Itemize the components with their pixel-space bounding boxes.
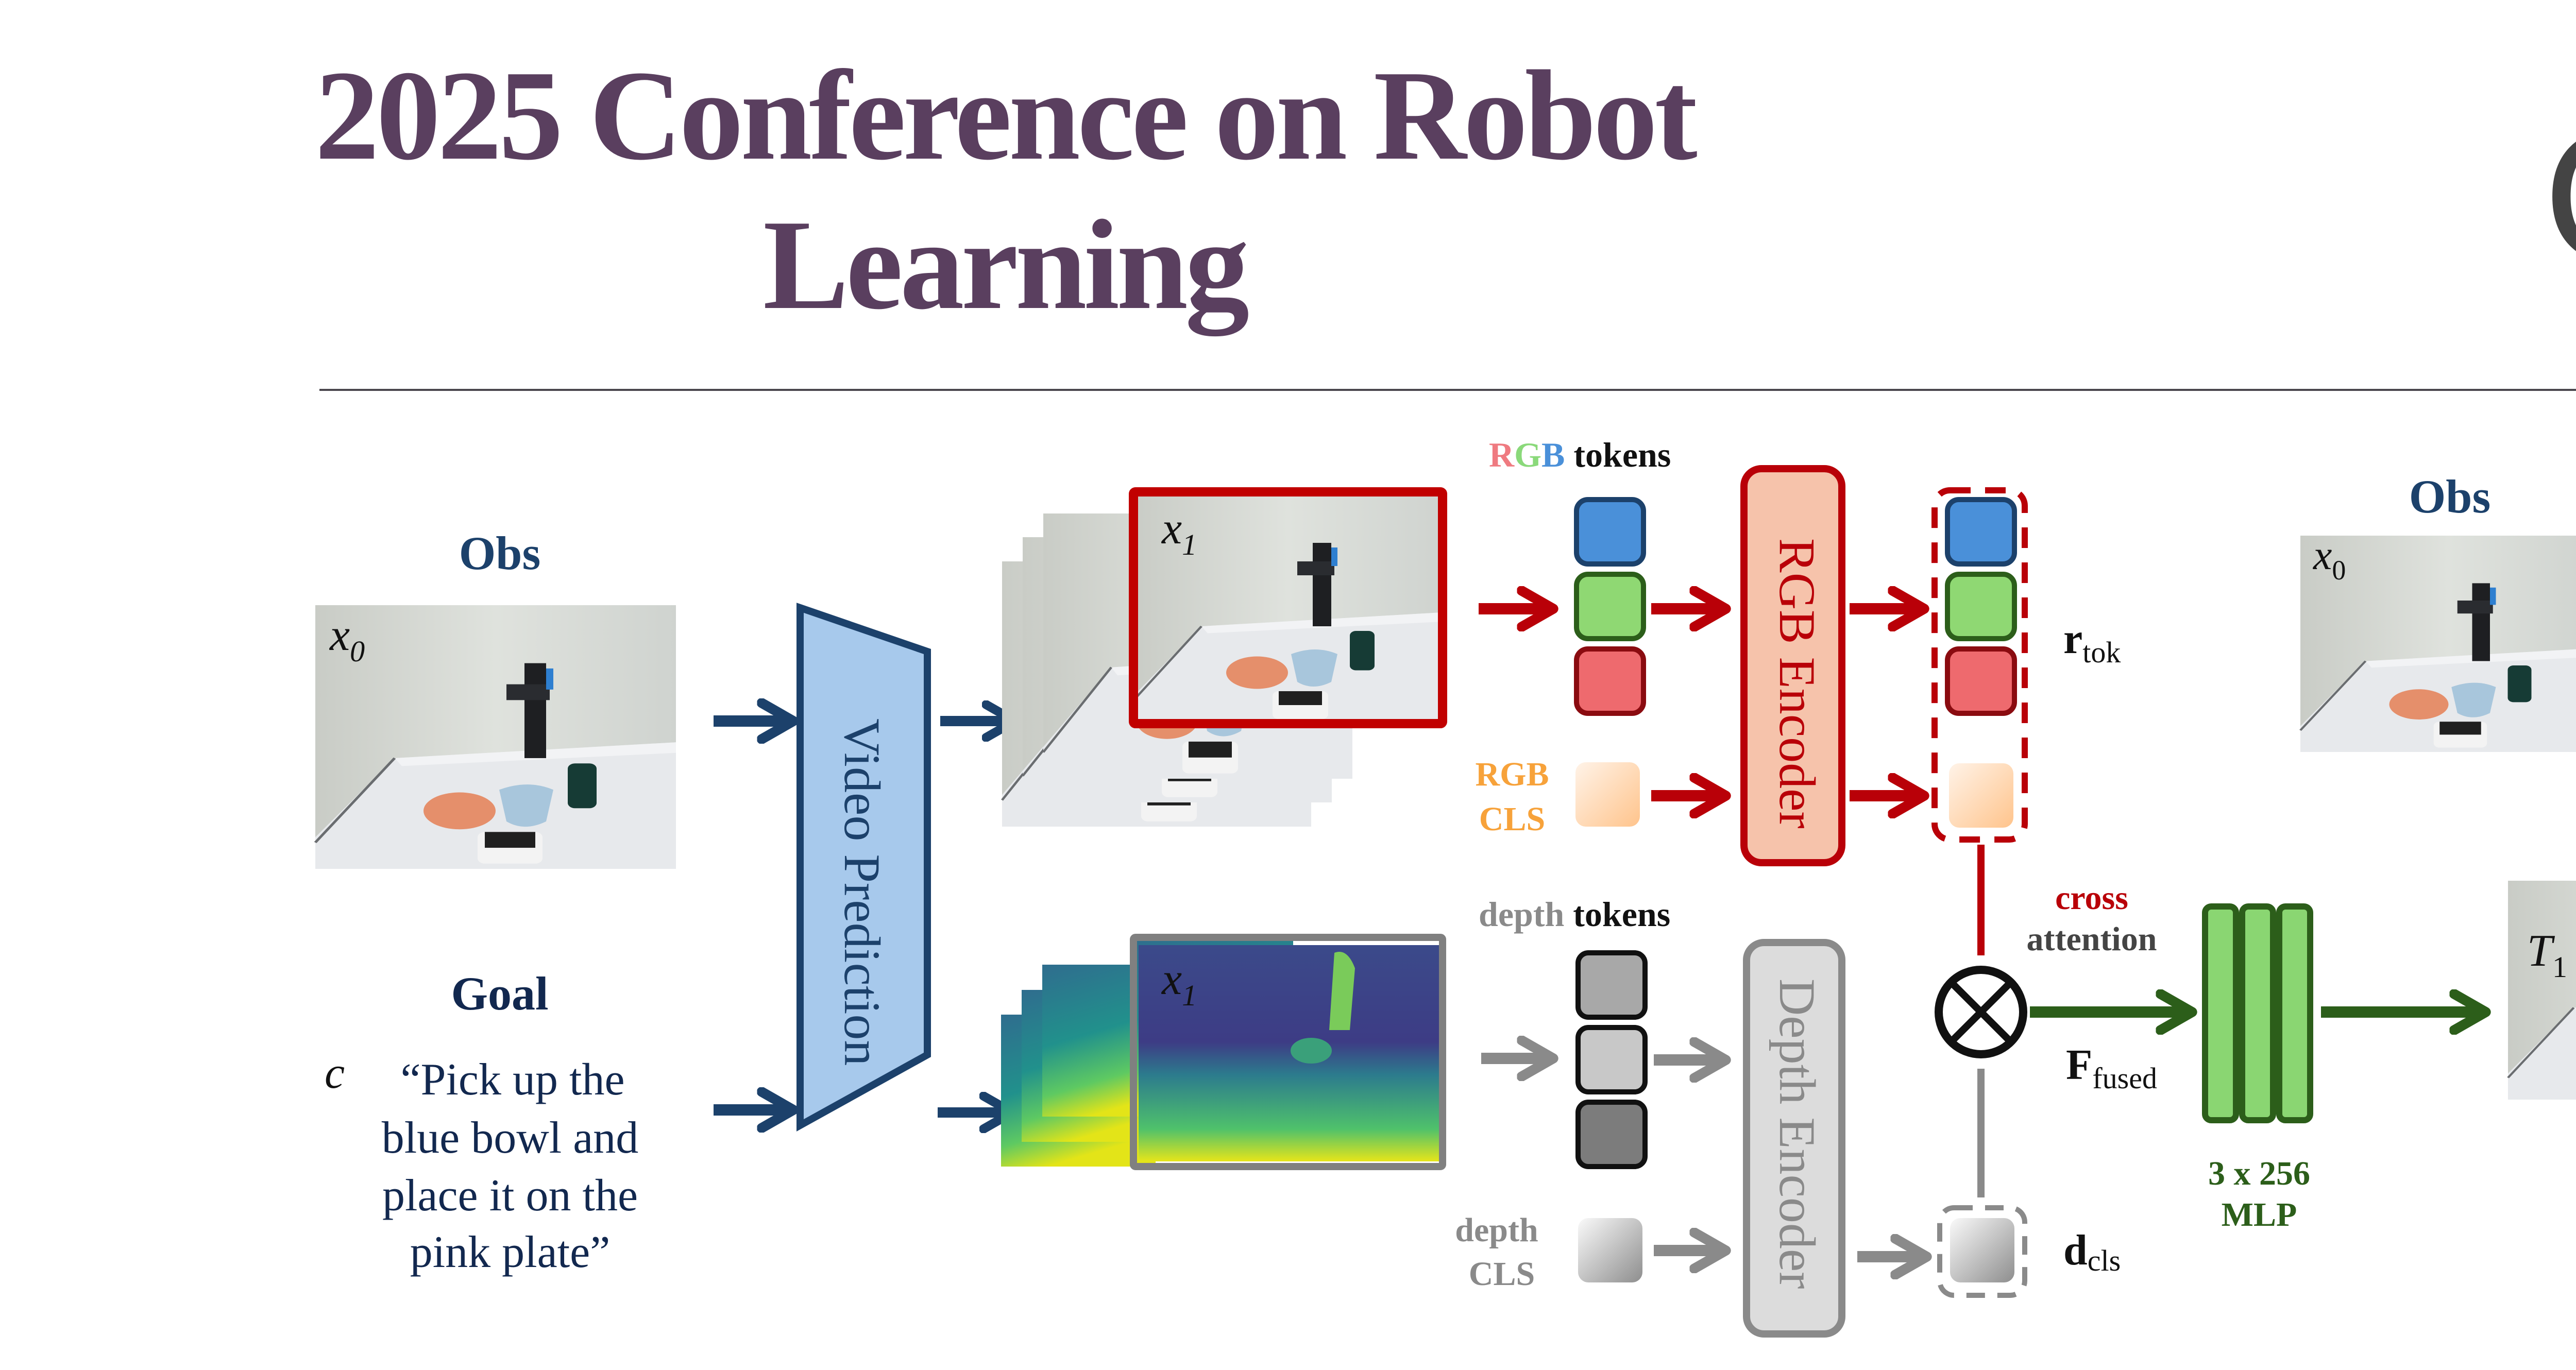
rgb-x1-symbol: x1 — [1161, 504, 1197, 561]
rtok-output-group — [1931, 487, 2028, 843]
cross-attention-label: cross attention — [2027, 879, 2157, 958]
depth-frame-x1 — [1139, 945, 1440, 1161]
t1-pose-image — [2508, 881, 2576, 1100]
video-prediction-block: Video Prediction — [796, 603, 931, 1132]
goal-instruction: “Pick up the blue bowl and place it on t… — [382, 1055, 639, 1277]
obs-right-label: Obs — [2409, 470, 2491, 523]
depth-token-1 — [1575, 950, 1648, 1020]
obs-x0-symbol: x0 — [329, 610, 365, 668]
logo-letter-c: C — [2543, 98, 2576, 302]
obs-right-x0-symbol: x0 — [2313, 532, 2346, 586]
svg-text:CLS: CLS — [1479, 800, 1545, 838]
rgb-encoder-block: RGB Encoder — [1740, 465, 1845, 866]
depth-tokens-label: depth tokens — [1479, 895, 1670, 934]
rgb-frame-stack: x1 — [1002, 487, 1447, 827]
mlp-layer-2 — [2239, 903, 2276, 1123]
depth-cls-label: depth CLS — [1455, 1211, 1538, 1293]
conference-title-line-1: 2025 Conference on Robot — [315, 44, 1698, 187]
depth-encoder-block: Depth Encoder — [1743, 939, 1845, 1338]
svg-text:CLS: CLS — [1469, 1255, 1535, 1293]
dcls-output-group — [1937, 1205, 2027, 1298]
goal-c-symbol: c — [325, 1048, 345, 1098]
cross-attention-operator-icon — [1935, 966, 2027, 1058]
mlp-block — [2202, 903, 2313, 1123]
goal-line-3: place it on the — [382, 1171, 638, 1221]
video-prediction-label: Video Prediction — [834, 718, 891, 1066]
rgb-token-red — [1574, 646, 1646, 716]
goal-line-2: blue bowl and — [382, 1113, 639, 1163]
corl-logo: C RL — [2543, 98, 2576, 302]
rgb-cls-label: RGB CLS — [1475, 756, 1549, 838]
rgb-token-blue — [1574, 497, 1646, 567]
rgb-token-green — [1574, 572, 1646, 641]
rgb-frame-highlight — [1129, 487, 1447, 728]
depth-token-3 — [1575, 1100, 1648, 1169]
rgb-encoder-label: RGB Encoder — [1769, 538, 1826, 829]
goal-line-1: “Pick up the — [400, 1055, 624, 1105]
depth-cls-token — [1578, 1218, 1642, 1282]
depth-x1-symbol: x1 — [1161, 954, 1197, 1012]
rtok-dashed-border — [1931, 487, 2028, 843]
mlp-label: 3 x 256 MLP — [2208, 1155, 2310, 1234]
depth-token-column — [1575, 950, 1648, 1169]
t1-symbol: T1 — [2527, 926, 2567, 984]
conference-title-line-2: Learning — [762, 194, 1249, 336]
obs-label: Obs — [459, 527, 541, 579]
depth-encoder-label: Depth Encoder — [1769, 979, 1826, 1289]
goal-label: Goal — [451, 967, 548, 1020]
rgb-token-column — [1574, 497, 1646, 716]
rgb-cls-token — [1575, 762, 1640, 827]
f-fused-label: Ffused — [2066, 1041, 2157, 1095]
depth-token-2 — [1575, 1025, 1648, 1094]
svg-text:3 x 256: 3 x 256 — [2208, 1155, 2310, 1192]
rgb-tokens-label: RGB tokens — [1489, 435, 1671, 474]
rtok-label: rtok — [2063, 615, 2121, 669]
mlp-layer-3 — [2276, 903, 2313, 1123]
svg-text:RGB: RGB — [1475, 756, 1549, 793]
goal-line-4: pink plate” — [410, 1227, 611, 1277]
depth-frame-stack: x1 — [1001, 934, 1446, 1170]
svg-text:depth: depth — [1455, 1211, 1538, 1249]
obs-image — [315, 605, 676, 869]
mlp-layer-1 — [2202, 903, 2239, 1123]
svg-text:cross: cross — [2055, 879, 2128, 917]
dcls-label: dcls — [2063, 1226, 2121, 1277]
svg-text:MLP: MLP — [2222, 1196, 2297, 1234]
svg-text:attention: attention — [2027, 920, 2157, 958]
